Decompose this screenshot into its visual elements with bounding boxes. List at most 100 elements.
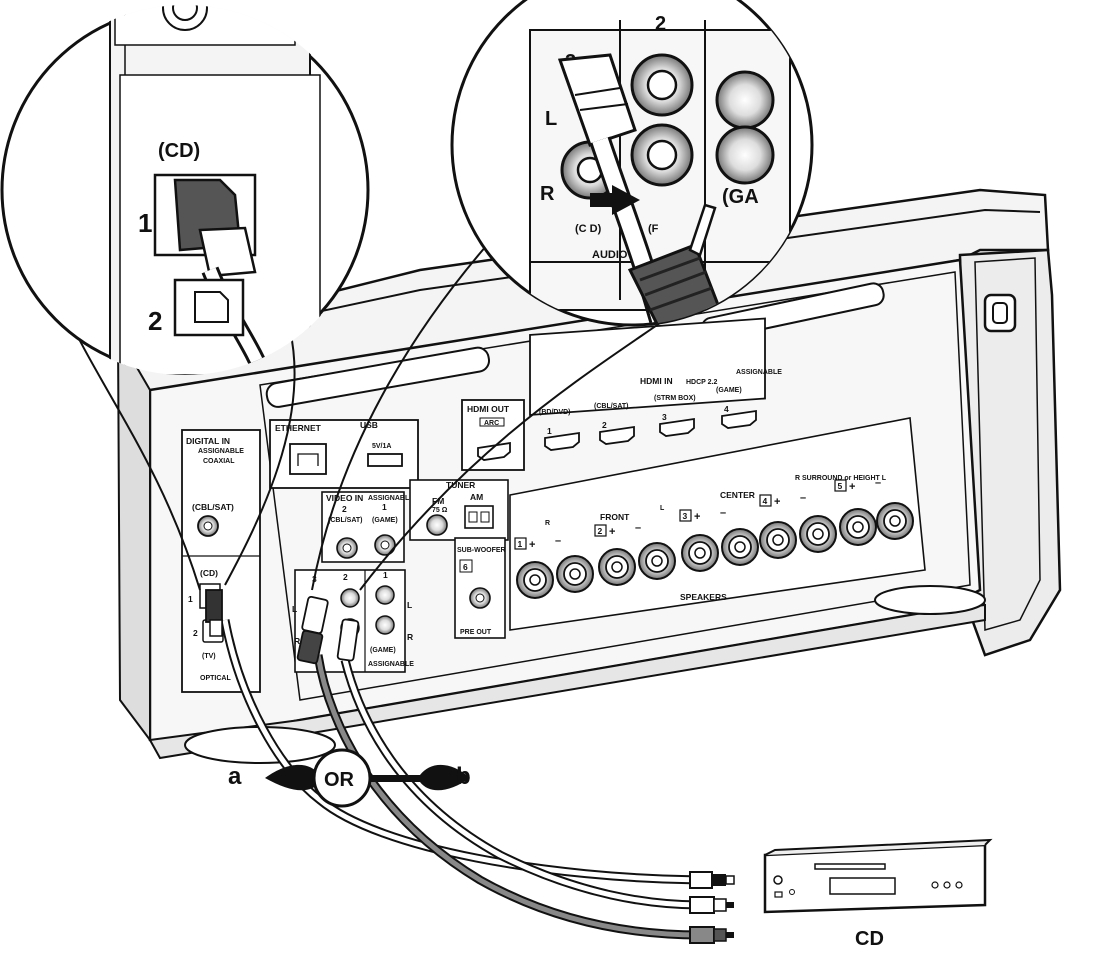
subwoofer-panel: SUB-WOOFER 6 PRE OUT [454, 537, 506, 639]
audio-1-r-jack[interactable] [375, 615, 395, 635]
digital-in-panel: DIGITAL IN ASSIGNABLE COAXIAL (CBL/SAT) … [181, 429, 261, 693]
optical-plug-receiver [205, 589, 223, 637]
zoom-jack-2: 2 [655, 13, 666, 35]
speaker-plus-5: + [849, 481, 855, 493]
speaker-minus-1: – [555, 535, 561, 547]
hdmi-in-4-num: 4 [724, 404, 729, 414]
zoom-channel-r: R [540, 183, 555, 205]
zoom-partial-label-1: (F [648, 223, 659, 235]
front-l-label: L [660, 505, 665, 512]
hdmi-in-1-num: 1 [547, 426, 552, 436]
optical-cd-label: (CD) [200, 568, 218, 578]
arc-label: ARC [484, 420, 499, 427]
callout-rca-zoom: 3 2 L R (C D) (F (GA AUDIO IN [311, 0, 814, 591]
hdmi-in-3-port[interactable] [659, 417, 695, 437]
audio-1-l-jack[interactable] [375, 585, 395, 605]
speaker-minus-5: – [875, 477, 881, 489]
zoom-cd-label: (C D) [575, 223, 602, 235]
audio-game-label: (GAME) [370, 647, 396, 654]
rca-cable-b-white [340, 658, 734, 914]
zoom-port-2: 2 [148, 306, 162, 336]
audio-2-l-jack[interactable] [340, 588, 360, 608]
coaxial-label: COAXIAL [203, 458, 235, 465]
speaker-plus-2: + [609, 526, 615, 538]
sub-num: 6 [463, 562, 468, 572]
or-choice-badge: OR a b [228, 748, 471, 808]
hdmi-in-2-name: (CBL/SAT) [594, 403, 628, 410]
video-2-num: 2 [342, 504, 347, 514]
hdmi-out-label: HDMI OUT [467, 404, 510, 414]
hdcp-label: HDCP 2.2 [686, 379, 717, 386]
speaker-panel: FRONT R L CENTER R SURROUND or HEIGHT L … [509, 417, 926, 631]
audio-assignable-label: ASSIGNABLE [368, 661, 414, 668]
digital-in-title: DIGITAL IN [186, 436, 230, 446]
option-a-label: a [228, 763, 242, 790]
callout-optical-zoom: (CD) 1 2 [0, 5, 370, 591]
front-label: FRONT [600, 512, 630, 522]
ethernet-port[interactable] [289, 443, 327, 475]
digital-in-assignable: ASSIGNABLE [198, 448, 244, 455]
video-1-name: (GAME) [372, 517, 398, 524]
rca-plugs-receiver [296, 595, 360, 665]
optical-num-2: 2 [193, 628, 198, 638]
pre-out-label: PRE OUT [460, 629, 492, 636]
optical-label: OPTICAL [200, 675, 231, 682]
speaker-plus-4: + [774, 496, 780, 508]
audio-r-label: R [294, 636, 300, 646]
hdmi-in-4-port[interactable] [721, 409, 757, 429]
audio-l-label-right: L [407, 600, 412, 610]
option-b-label: b [456, 763, 471, 790]
hdmi-in-label: HDMI IN [640, 376, 673, 386]
tuner-panel: TUNER FM 75 Ω AM [409, 479, 509, 541]
ethernet-label: ETHERNET [275, 423, 322, 433]
speaker-minus-2: – [635, 522, 641, 534]
hdmi-assignable-label: ASSIGNABLE [736, 369, 782, 376]
audio-r-label-right: R [407, 632, 413, 642]
wifi-antenna-left [265, 346, 491, 408]
hdmi-in-3-num: 3 [662, 412, 667, 422]
video-1-num: 1 [382, 502, 387, 512]
zoom-port-1: 1 [138, 208, 152, 238]
audio-in-1: 1 [383, 570, 388, 580]
speaker-num-1: 1 [518, 539, 523, 549]
speaker-num-4: 4 [763, 496, 768, 506]
surround-label: R SURROUND or HEIGHT L [795, 475, 887, 482]
device-name: CD [855, 928, 884, 950]
usb-port[interactable] [367, 453, 403, 467]
coaxial-cbl-sat-label: (CBL/SAT) [192, 502, 234, 512]
speaker-minus-4: – [800, 492, 806, 504]
usb-label: USB [360, 420, 378, 430]
speaker-minus-3: – [720, 507, 726, 519]
fm-antenna-jack[interactable] [426, 514, 448, 536]
hdmi-in-3-name: (STRM BOX) [654, 395, 696, 402]
cd-player-device: CD [763, 838, 993, 950]
speaker-plus-1: + [529, 539, 535, 551]
zoom-cd-label: (CD) [158, 140, 200, 162]
video-2-name: (CBL/SAT) [328, 517, 362, 524]
am-label: AM [470, 492, 483, 502]
speaker-num-2: 2 [598, 526, 603, 536]
audio-in-2: 2 [343, 572, 348, 582]
speaker-num-5: 5 [838, 481, 843, 491]
rca-cable-b-red [313, 654, 734, 944]
hdmi-in-panel: HDMI IN HDCP 2.2 ASSIGNABLE 1(BD/DVD)2(C… [529, 317, 782, 451]
subwoofer-label: SUB-WOOFER [457, 547, 506, 554]
zoom-channel-l: L [545, 108, 557, 130]
audio-l-label: L [292, 604, 297, 614]
optical-cable-a [220, 619, 735, 889]
hdmi-in-2-port[interactable] [599, 425, 635, 445]
fm-ohm-label: 75 Ω [432, 507, 448, 514]
tuner-label: TUNER [446, 480, 475, 490]
video-assignable-label: ASSIGNABLE [368, 495, 414, 502]
speaker-num-3: 3 [683, 511, 688, 521]
hdmi-out-port[interactable] [477, 441, 511, 461]
lock-slot-icon [983, 293, 1017, 333]
center-label: CENTER [720, 490, 755, 500]
usb-rating: 5V/1A [372, 443, 391, 450]
optical-tv-label: (TV) [202, 653, 216, 660]
or-label: OR [324, 769, 355, 791]
hdmi-in-1-name: (BD/DVD) [539, 409, 571, 416]
speaker-plus-3: + [694, 511, 700, 523]
hdmi-in-1-port[interactable] [544, 431, 580, 451]
